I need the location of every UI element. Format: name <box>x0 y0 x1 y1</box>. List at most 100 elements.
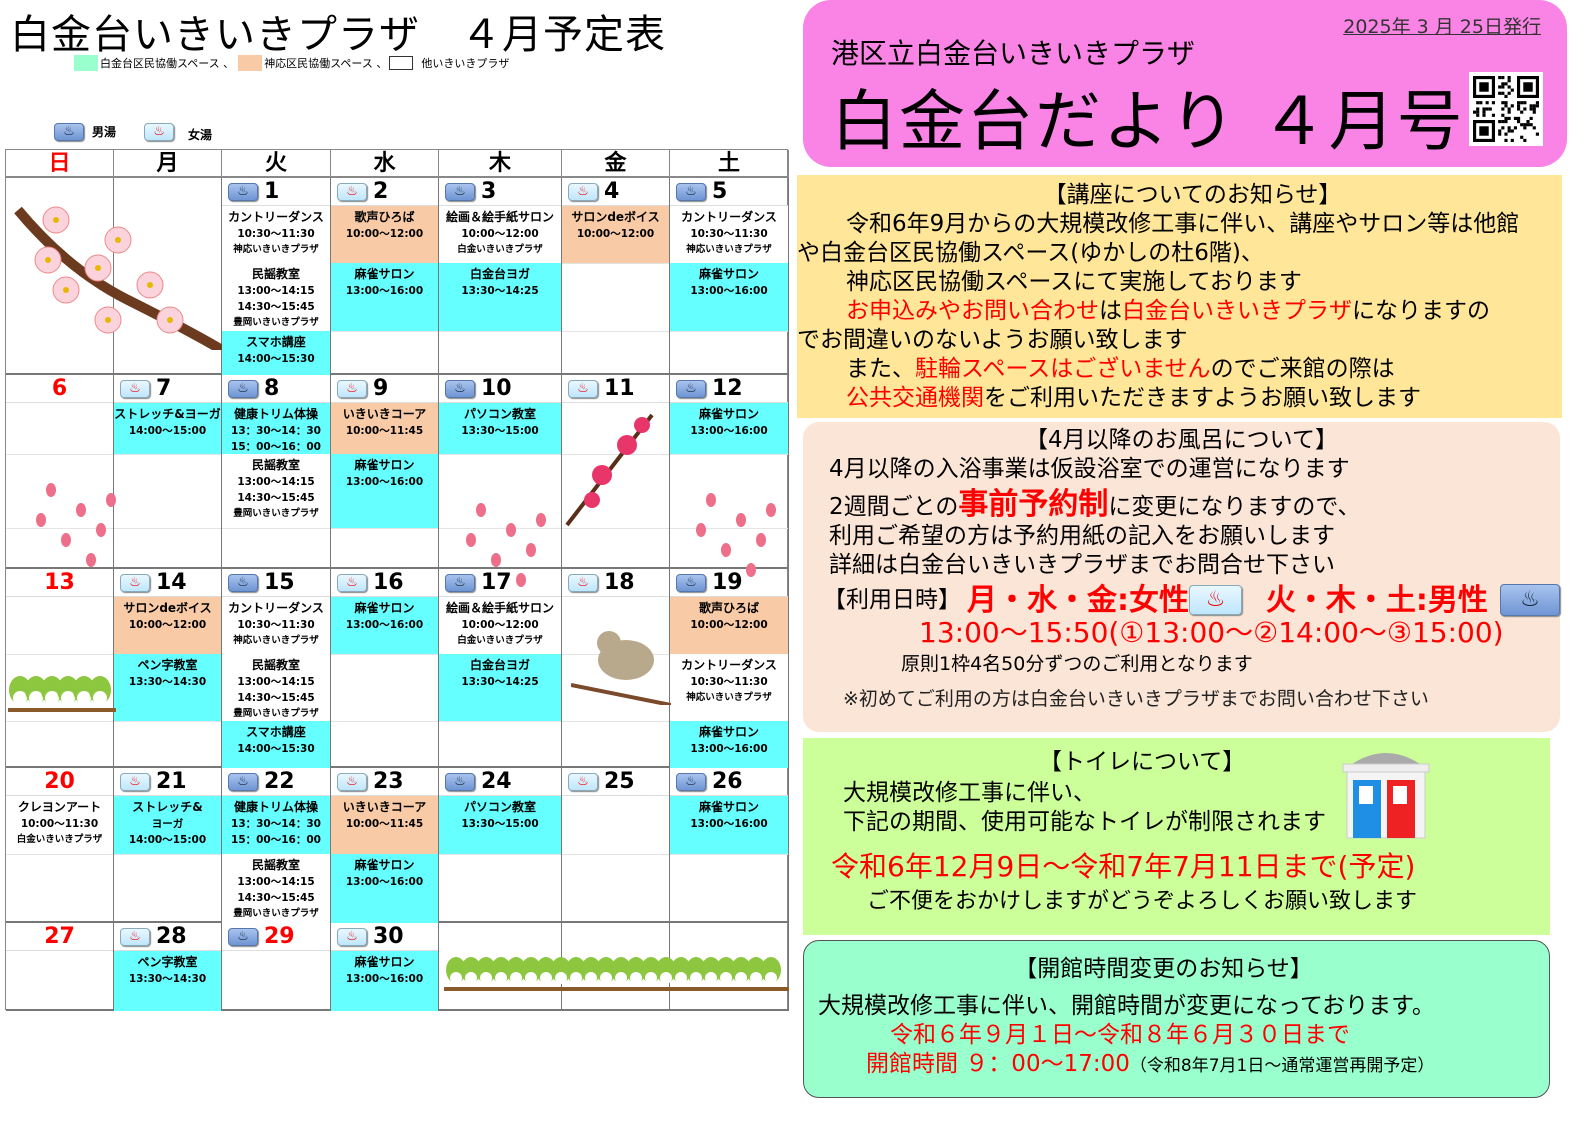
date-number: 27 <box>44 924 75 949</box>
text-segment: 白金台いきいきプラザ <box>1122 298 1352 324</box>
event-title: 白金台ヨガ <box>469 267 530 281</box>
bath-male-icon: ♨ <box>228 927 258 946</box>
date-number: 2 <box>373 179 389 204</box>
day-cell: 27 <box>6 923 114 1011</box>
slot-divider <box>6 528 113 529</box>
slot-divider <box>562 263 669 264</box>
white-eye-birds-illustration <box>8 670 116 715</box>
event-place: 豊岡いきいきプラザ <box>233 908 319 919</box>
date-header: ♨9 <box>331 375 438 403</box>
event-title: 健康トリム体操 <box>233 800 318 814</box>
event-time: 10:00〜12:00 <box>461 228 539 240</box>
event-title: 健康トリム体操 <box>233 407 318 421</box>
slot-divider <box>562 331 669 332</box>
event-time: 13:00〜14:15 <box>237 876 315 888</box>
event-place: 神応いきいきプラザ <box>686 692 772 703</box>
date-number: 9 <box>373 376 389 401</box>
bath-line: 4月以降の入浴事業は仮設浴室での運営になります <box>829 456 1350 482</box>
slot-divider <box>331 654 438 655</box>
event-title: クレヨンアート <box>17 800 102 814</box>
text-segment: また、 <box>823 356 915 382</box>
text-segment: 令和6年9月からの大規模改修工事に伴い、講座やサロン等は他館 <box>823 211 1520 237</box>
event-time: 13:30〜14:30 <box>128 676 207 688</box>
event-title: ストレッチ&ヨーガ <box>114 407 221 421</box>
empty-cell <box>670 923 789 1011</box>
bath-male-icon: ♨ <box>445 573 475 592</box>
bath-female-icon: ♨ <box>120 379 150 398</box>
weekday-header: 火 <box>222 150 331 178</box>
event-time: 13:30〜15:00 <box>461 818 539 830</box>
event-title: ペン字教室 <box>137 955 198 969</box>
text-segment: お申込みやお問い合わせ <box>846 298 1099 324</box>
text-segment: は <box>1099 298 1122 324</box>
bath-note: ※初めてご利用の方は白金台いきいきプラザまでお問い合わせ下さい <box>843 688 1429 710</box>
bath-notice: 【4月以降のお風呂について】 4月以降の入浴事業は仮設浴室での運営になります 2… <box>803 422 1560 732</box>
event-time: 10:00〜12:00 <box>690 619 768 631</box>
day-cell: ♨29 <box>222 923 331 1011</box>
slot-divider <box>6 854 113 855</box>
date-header: ♨17 <box>439 569 561 597</box>
male-days: 火・木・土:男性 <box>1265 582 1488 618</box>
bath-line: 2週間ごとの事前予約制に変更になりますので、 <box>829 490 1560 522</box>
event-time: 14:30〜15:45 <box>237 892 315 904</box>
date-header: ♨21 <box>114 768 221 796</box>
event-time: 14:00〜15:00 <box>128 425 207 437</box>
petals-illustration <box>11 430 131 590</box>
event-block[interactable]: ストレッチ&ヨーガ 14:00〜15:00 <box>114 403 221 454</box>
event-place: 神応いきいきプラザ <box>686 244 772 255</box>
date-header: ♨10 <box>439 375 561 403</box>
qr-code-icon[interactable] <box>1469 72 1543 146</box>
bath-female-icon: ♨ <box>568 379 598 398</box>
event-place: 神応いきいきプラザ <box>233 635 319 646</box>
event-place: 豊岡いきいきプラザ <box>233 317 319 328</box>
bath-female-icon: ♨ <box>337 379 367 398</box>
lecture-line: でお間違いのないようお願い致します <box>797 326 1562 355</box>
bath-male-icon: ♨ <box>445 772 475 791</box>
bath-male-icon: ♨ <box>676 573 706 592</box>
event-time: 13:30〜15:00 <box>461 425 539 437</box>
lecture-line: 神応区民協働スペースにて実施しております <box>823 268 1562 297</box>
